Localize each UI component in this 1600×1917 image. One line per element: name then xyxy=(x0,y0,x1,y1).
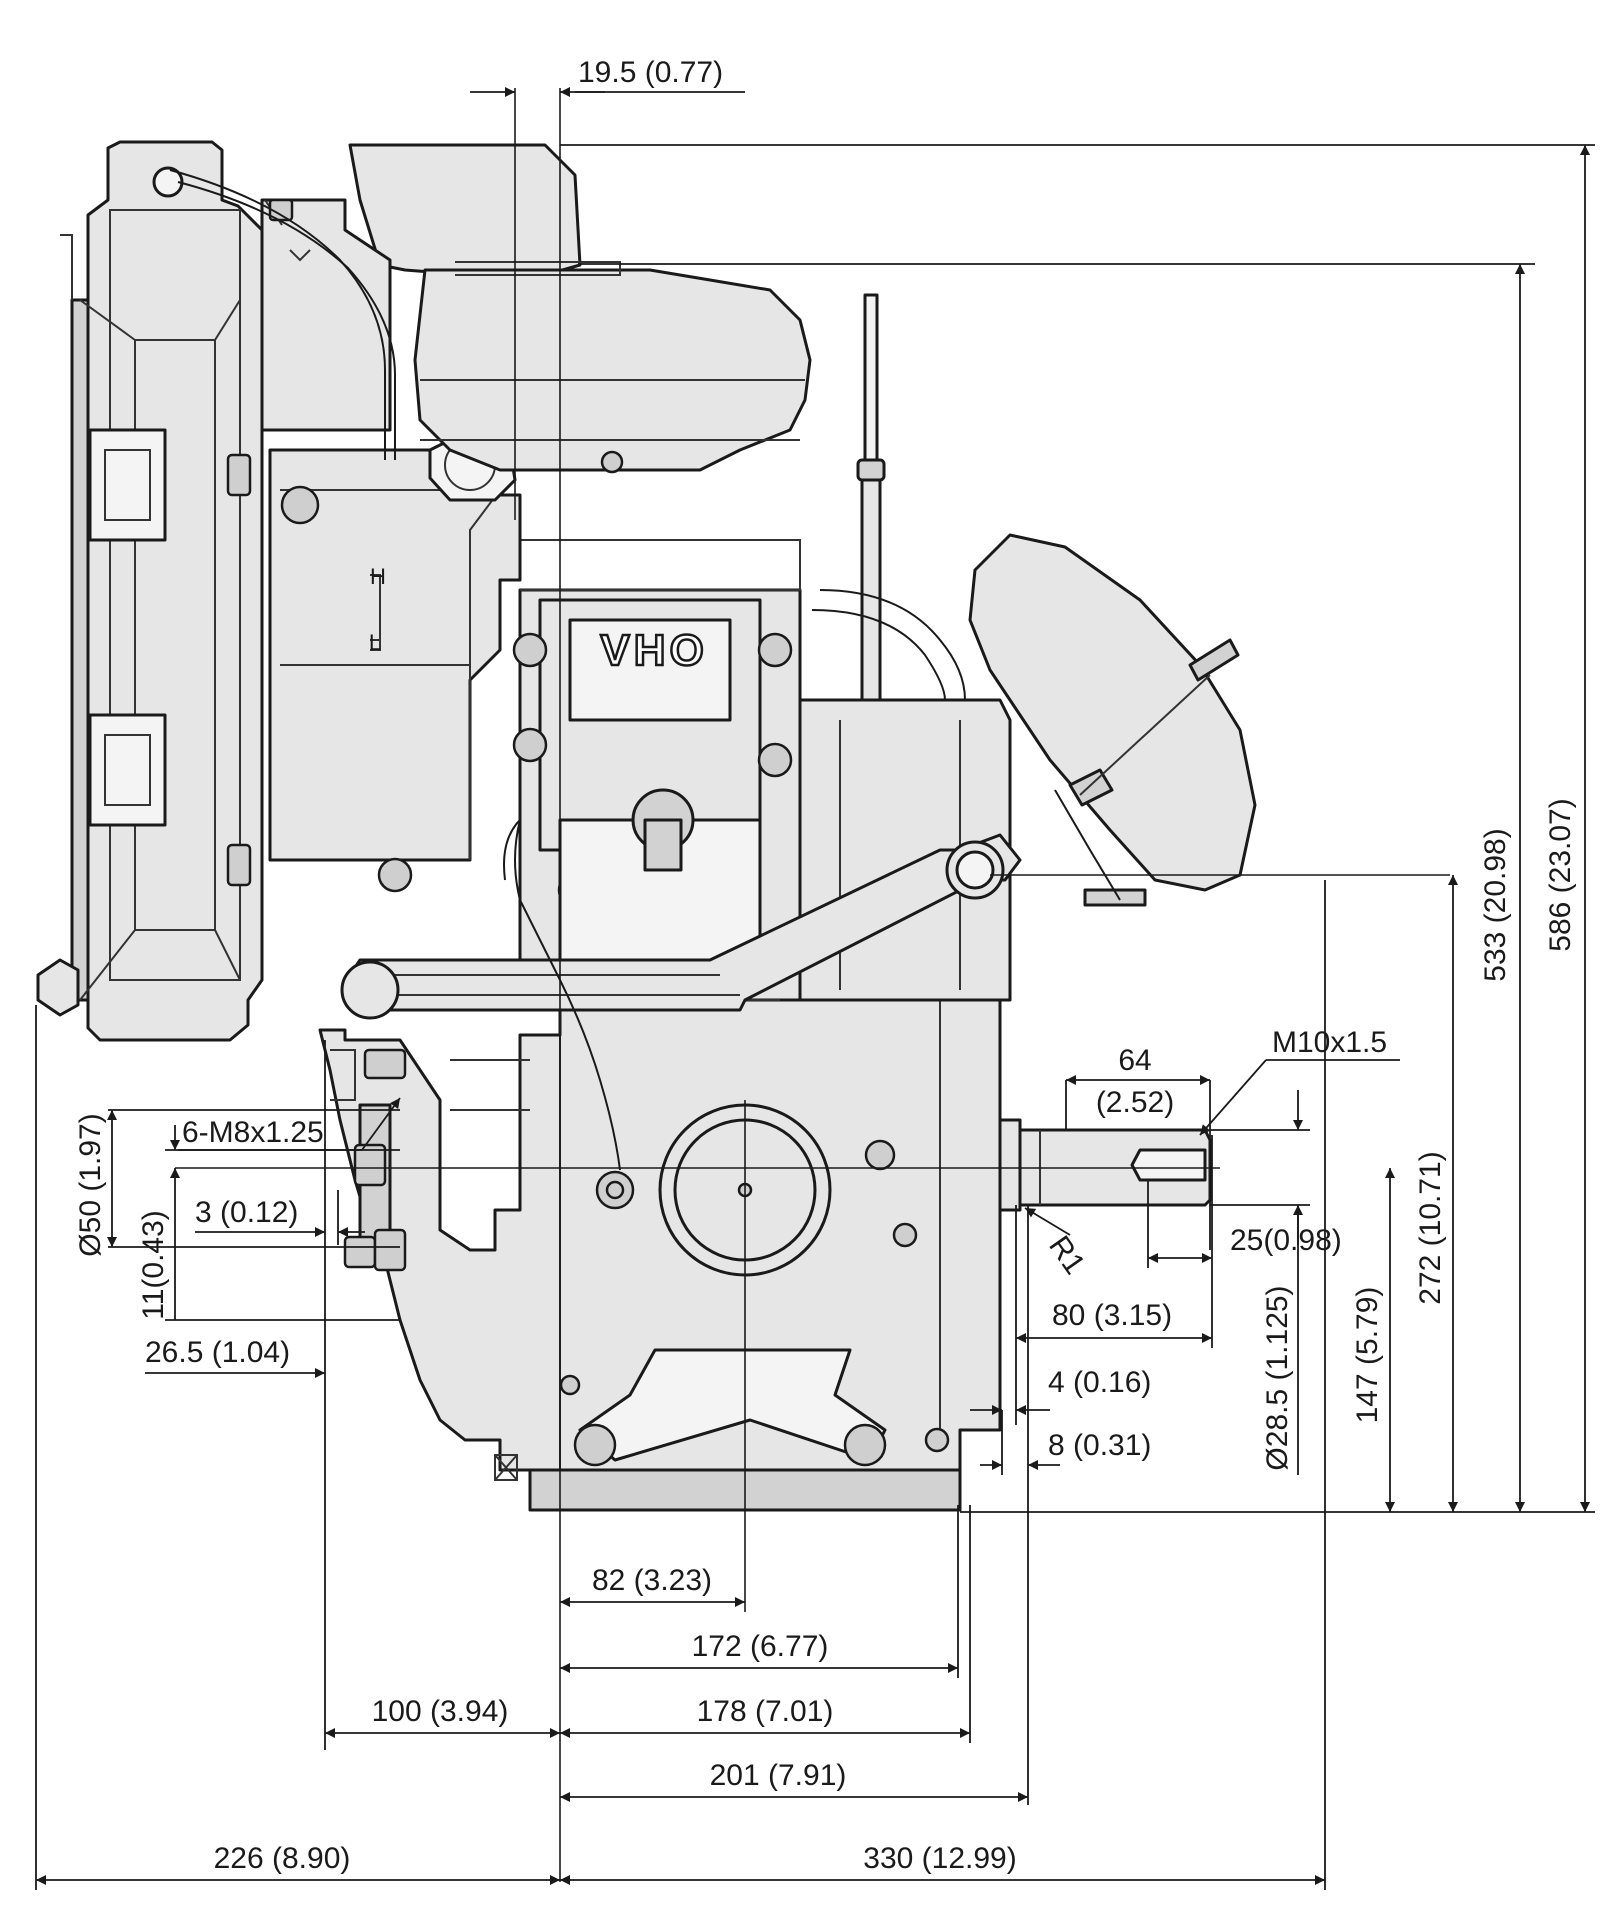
dim-28-5: Ø28.5 (1.125) xyxy=(1261,1285,1294,1470)
dim-201: 201 (7.91) xyxy=(710,1759,847,1792)
dim-r1: R1 xyxy=(1042,1230,1091,1280)
dim-26-5: 26.5 (1.04) xyxy=(145,1336,290,1369)
air-cleaner xyxy=(968,533,1257,907)
engine-badge: OHV xyxy=(596,626,703,675)
dim-8: 8 (0.31) xyxy=(1048,1429,1151,1462)
dim-64-value: 64 xyxy=(1118,1044,1151,1077)
dim-172: 172 (6.77) xyxy=(692,1630,829,1663)
dim-50: Ø50 (1.97) xyxy=(74,1113,107,1256)
dim-226: 226 (8.90) xyxy=(214,1842,351,1875)
pto-shaft xyxy=(998,1118,1212,1212)
dim-19-5: 19.5 (0.77) xyxy=(578,56,723,89)
dim-272: 272 (10.71) xyxy=(1414,1151,1447,1304)
dimension-labels: 19.5 (0.77) 586 (23.07) 533 (20.98) 272 … xyxy=(74,56,1577,1875)
dimension-lines xyxy=(36,87,1590,1885)
dipstick xyxy=(811,293,966,702)
center-lines xyxy=(175,88,1450,1882)
tank-mark-l: L xyxy=(369,630,381,655)
engine-body: OHV H L xyxy=(36,140,1257,1512)
fuel-tank xyxy=(36,140,264,1042)
dim-330: 330 (12.99) xyxy=(863,1842,1016,1875)
tank-mark-h: H xyxy=(370,564,386,589)
dim-586: 586 (23.07) xyxy=(1544,798,1577,951)
dim-80: 80 (3.15) xyxy=(1052,1299,1172,1332)
crankcase xyxy=(318,698,1012,1512)
dim-100: 100 (3.94) xyxy=(372,1695,509,1728)
dim-147: 147 (5.79) xyxy=(1351,1287,1384,1424)
dim-6-m8: 6-M8x1.25 xyxy=(182,1116,324,1149)
dim-3: 3 (0.12) xyxy=(195,1196,298,1229)
dim-533: 533 (20.98) xyxy=(1479,828,1512,981)
dim-4: 4 (0.16) xyxy=(1048,1366,1151,1399)
dim-25: 25(0.98) xyxy=(1230,1224,1342,1257)
intake-pipe xyxy=(340,833,1022,1020)
dim-178: 178 (7.01) xyxy=(697,1695,834,1728)
dim-64-inch: (2.52) xyxy=(1096,1086,1174,1119)
dim-m10: M10x1.5 xyxy=(1272,1026,1387,1059)
blower-shroud xyxy=(260,143,812,474)
dim-82: 82 (3.23) xyxy=(592,1564,712,1597)
dim-11: 11(0.43) xyxy=(137,1210,170,1320)
carburetor: H L xyxy=(268,428,522,893)
cylinder: OHV xyxy=(512,539,802,1002)
